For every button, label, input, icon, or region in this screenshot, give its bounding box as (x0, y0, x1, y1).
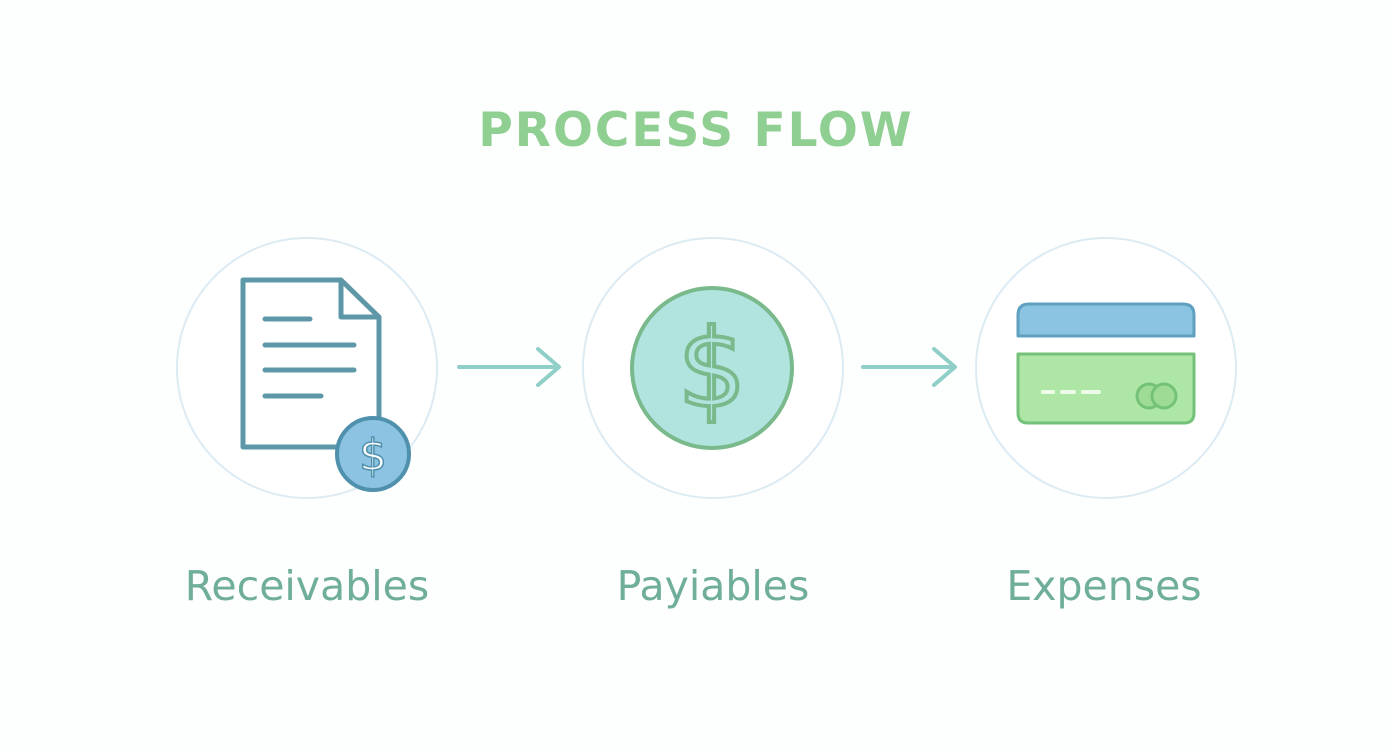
invoice-dollar-icon: $ (176, 237, 438, 499)
svg-text:$: $ (678, 307, 747, 432)
step-label-payiables: Payiables (616, 562, 810, 610)
step-receivables: $ (176, 237, 438, 499)
dollar-coin-icon: $ (582, 237, 844, 499)
svg-text:$: $ (359, 430, 387, 481)
credit-card-icon (975, 237, 1237, 499)
step-label-receivables: Receivables (184, 562, 430, 610)
arrow-icon (457, 347, 561, 387)
step-expenses (975, 237, 1237, 499)
arrow-icon (861, 347, 957, 387)
step-label-expenses: Expenses (1006, 562, 1202, 610)
diagram-title: PROCESS FLOW (478, 103, 914, 158)
step-payiables: $ (582, 237, 844, 499)
